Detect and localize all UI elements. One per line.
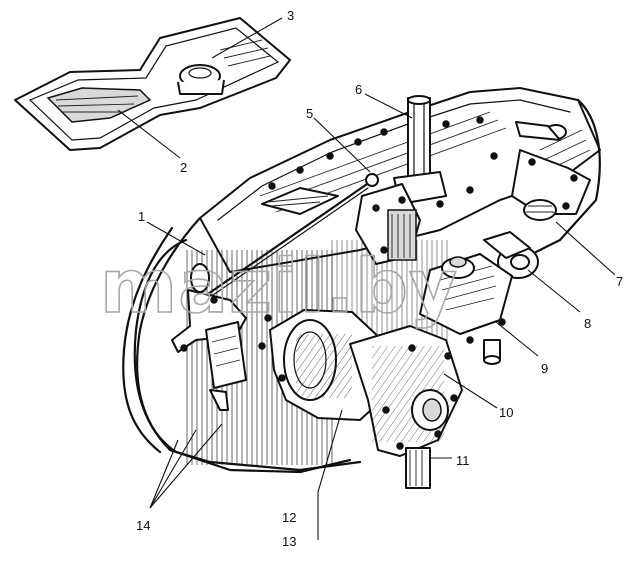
top-bolts	[268, 116, 498, 208]
callout-3: 3	[287, 8, 294, 23]
watermark-text: mazil.by	[100, 244, 458, 330]
callout-7: 7	[616, 274, 623, 289]
callout-8: 8	[584, 316, 591, 331]
side-cover	[511, 121, 591, 221]
leader-lines	[117, 17, 616, 540]
pto-unit	[419, 231, 539, 365]
callout-10: 10	[499, 405, 513, 420]
cover-gasket	[14, 17, 291, 151]
shift-tower	[355, 95, 447, 265]
callout-11: 11	[456, 453, 470, 468]
callouts: 1 2 3 5 6 7 8 9 10 11 12 13 14	[136, 8, 623, 549]
callout-6: 6	[355, 82, 362, 97]
callout-1: 1	[138, 209, 145, 224]
callout-2: 2	[180, 160, 187, 175]
callout-13: 13	[282, 534, 296, 549]
watermark: mazil.by	[99, 243, 458, 331]
callout-9: 9	[541, 361, 548, 376]
callout-12: 12	[282, 510, 296, 525]
callout-5: 5	[306, 106, 313, 121]
shift-rod	[171, 173, 379, 411]
front-end-assembly	[258, 309, 463, 489]
callout-14: 14	[136, 518, 150, 533]
